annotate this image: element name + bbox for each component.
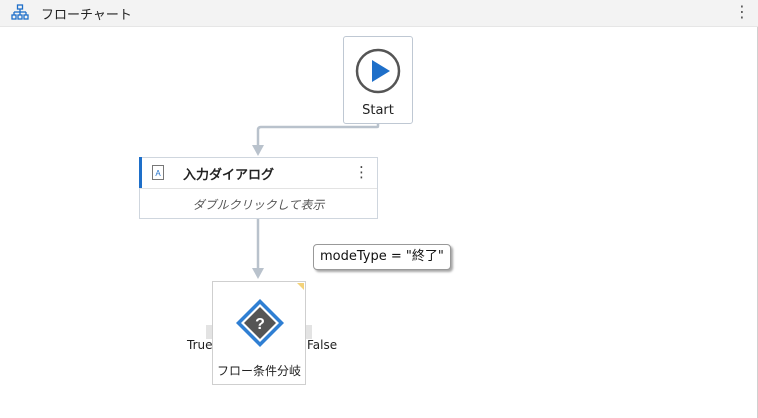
flowchart-tree-icon: [11, 4, 29, 20]
input-dialog-activity[interactable]: A 入力ダイアログ ⋮ ダブルクリックして表示: [139, 157, 378, 219]
decision-label: フロー条件分岐: [216, 364, 301, 378]
activity-accent-bar: [139, 157, 142, 188]
play-circle-icon: [355, 48, 401, 94]
decision-corner-marker: [297, 283, 304, 290]
start-to-activity-connector: [256, 124, 380, 146]
designer-header: フローチャート ⋮: [0, 0, 758, 27]
true-branch-label: True: [187, 338, 213, 352]
activity-header: A 入力ダイアログ ⋮: [139, 157, 377, 189]
false-branch-stub[interactable]: [306, 325, 312, 339]
start-label: Start: [362, 103, 394, 118]
start-node[interactable]: Start: [343, 36, 413, 124]
input-dialog-icon: A: [152, 165, 164, 180]
header-more-icon[interactable]: ⋮: [734, 2, 750, 21]
activity-to-decision-arrow: [252, 268, 264, 279]
flow-decision-node[interactable]: ? フロー条件分岐: [212, 281, 306, 385]
svg-text:?: ?: [255, 316, 265, 333]
activity-title: 入力ダイアログ: [183, 168, 275, 183]
condition-tooltip: modeType = "終了": [313, 244, 451, 270]
activity-hint[interactable]: ダブルクリックして表示: [192, 198, 325, 212]
true-branch-stub[interactable]: [206, 325, 212, 339]
start-to-activity-arrow: [252, 145, 264, 156]
question-diamond-icon: ?: [236, 299, 284, 347]
false-branch-label: False: [307, 338, 338, 352]
designer-title: フローチャート: [41, 8, 132, 23]
svg-text:A: A: [155, 169, 161, 178]
activity-more-icon[interactable]: ⋮: [354, 163, 369, 181]
